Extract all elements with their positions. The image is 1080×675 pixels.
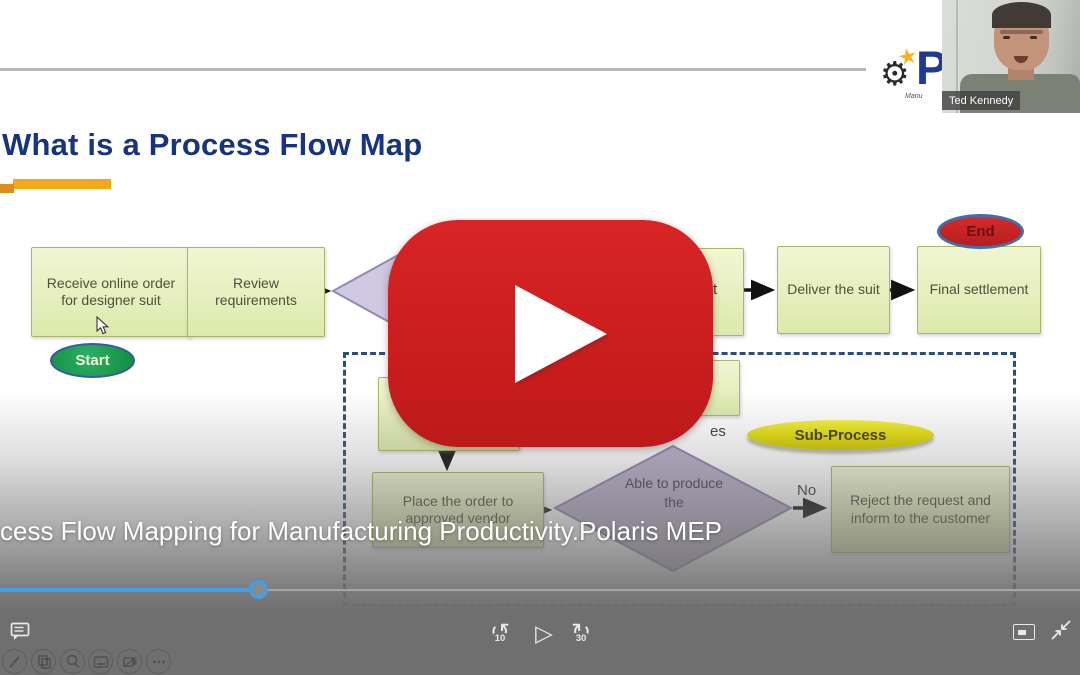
flow-box-deliver-suit: Deliver the suit	[777, 246, 890, 334]
whiteboard-edge	[956, 0, 958, 113]
presenter-eye	[1030, 36, 1037, 39]
polaris-logo: ⚙ ★ P Manu	[878, 40, 947, 102]
flow-box-reject-request: Reject the request and inform to the cus…	[831, 466, 1010, 553]
start-terminator: Start	[50, 343, 135, 378]
notes-button[interactable]	[88, 649, 113, 674]
youtube-play-button[interactable]	[388, 220, 713, 447]
flow-box-hidden-step-text: t	[713, 281, 718, 298]
more-button[interactable]	[146, 649, 171, 674]
presenter-name-label: Ted Kennedy	[942, 91, 1021, 110]
copy-icon	[37, 655, 51, 669]
play-triangle-icon	[515, 285, 607, 383]
zoom-icon	[66, 654, 80, 669]
video-title-caption: cess Flow Mapping for Manufacturing Prod…	[0, 516, 723, 546]
camera-off-button[interactable]	[117, 649, 142, 674]
pen-icon	[8, 656, 20, 668]
presenter-webcam: Ted Kennedy	[942, 0, 1080, 113]
chat-button[interactable]	[9, 622, 33, 644]
forward-amount: 30	[574, 633, 588, 644]
no-label: No	[797, 482, 817, 499]
title-underline-stub	[0, 184, 14, 193]
flow-diamond-able-text: Able to produce the	[624, 475, 724, 510]
progress-handle[interactable]	[249, 580, 268, 599]
presenter-hair	[992, 2, 1051, 28]
picture-in-picture-icon	[1013, 624, 1035, 640]
minimize-button[interactable]	[1048, 617, 1074, 645]
zoom-button[interactable]	[60, 649, 85, 674]
presenter-mouth	[1014, 56, 1028, 63]
flow-box-final-settlement: Final settlement	[917, 246, 1041, 334]
title-underline	[13, 179, 111, 189]
flow-box-receive-order: Receive online order for designer suit	[31, 247, 191, 337]
logo-subtext: Manu	[905, 93, 923, 100]
more-icon	[152, 660, 165, 664]
slide-title: What is a Process Flow Map	[2, 127, 423, 162]
yes-label: es	[710, 423, 726, 440]
minimize-icon	[1051, 620, 1071, 640]
player-bottom-bar	[0, 610, 1080, 675]
play-button[interactable]: ▷	[532, 621, 556, 645]
rewind-amount: 10	[493, 633, 507, 644]
mouse-cursor-icon	[96, 316, 110, 335]
rewind-10-button[interactable]: ↺ 10	[487, 620, 513, 646]
camera-off-icon	[122, 656, 136, 668]
progress-track[interactable]	[0, 589, 1080, 591]
presenter-brow	[1000, 30, 1043, 34]
flow-box-review-requirements: Review requirements	[187, 247, 325, 337]
header-divider	[0, 68, 866, 71]
picture-in-picture-button[interactable]	[1013, 622, 1037, 642]
forward-30-button[interactable]: ↻ 30	[568, 620, 594, 646]
chat-icon	[10, 622, 30, 640]
pen-button[interactable]	[2, 649, 27, 674]
gear-icon: ⚙	[880, 55, 910, 92]
notes-icon	[93, 656, 108, 668]
progress-fill[interactable]	[0, 588, 252, 592]
copy-button[interactable]	[31, 649, 56, 674]
end-terminator: End	[937, 214, 1024, 249]
play-icon: ▷	[535, 620, 553, 646]
presenter-eye	[1003, 36, 1010, 39]
subprocess-badge: Sub-Process	[747, 420, 934, 450]
